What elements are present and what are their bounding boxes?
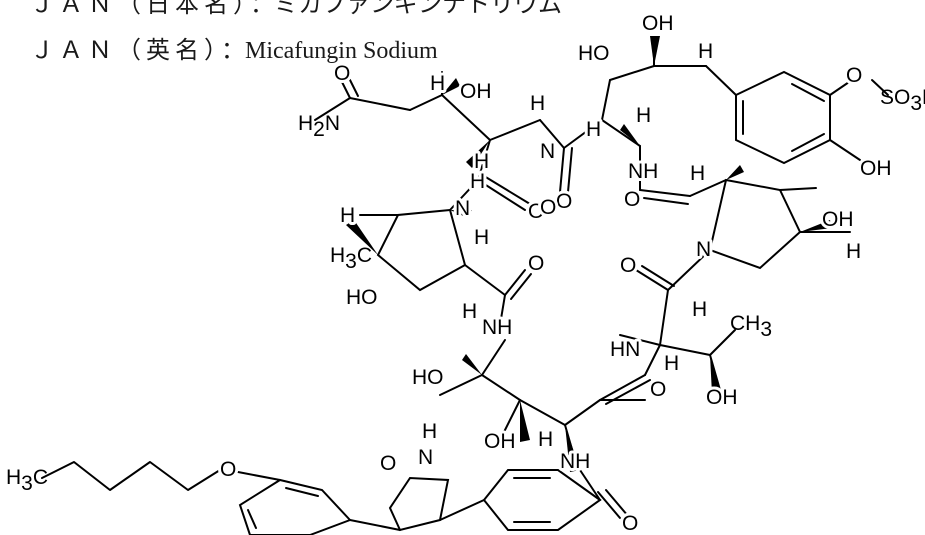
stereo-wedges	[346, 36, 832, 472]
label-n-isoxazole: N	[418, 446, 433, 469]
label-o-pyr1: O	[540, 196, 556, 219]
label-nh-r1: NH	[482, 316, 512, 339]
label-oh-r2: OH	[484, 430, 516, 453]
label-ho-upper: HO	[578, 42, 610, 65]
label-ho-pyr1: HO	[346, 286, 378, 309]
label-oh-phenol: OH	[860, 157, 892, 180]
label-h-pyr1b: H	[340, 204, 355, 227]
label-h-pyr2b: H	[846, 240, 861, 263]
label-ho-r2: HO	[412, 366, 444, 389]
label-h3c-chain: H3C	[6, 466, 48, 495]
label-oh-1: OH	[460, 80, 492, 103]
label-oh-r5: OH	[706, 386, 738, 409]
label-h-pyr1: H	[474, 226, 489, 249]
label-h-oh: H	[430, 72, 445, 95]
label-h2n: H2N	[298, 112, 340, 141]
label-n-2: N	[540, 140, 555, 163]
jan-english-name-line: ＪＡＮ（英名）：Micafungin Sodium	[30, 30, 438, 65]
label-h-r2: H	[422, 420, 437, 443]
label-h-a1: H	[470, 170, 485, 193]
label-h-c3: H	[474, 150, 489, 173]
bond-skeleton	[41, 37, 889, 535]
jan-japanese-name-line: ＪＡＮ（日本名）：ミカファンギンナトリウム	[30, 0, 562, 19]
jan-japanese-value: ：ミカファンギンナトリウム	[250, 0, 562, 18]
label-h-r3: H	[538, 428, 553, 451]
label-o-isoxazole: O	[380, 452, 396, 475]
label-nh-r6: NH	[560, 450, 590, 473]
label-o-r1: O	[528, 252, 544, 275]
label-o-r4: O	[620, 254, 636, 277]
label-oh-pyr2: OH	[822, 208, 854, 231]
label-o-carbox: O	[334, 62, 350, 85]
label-o-benz: O	[622, 512, 638, 535]
label-h-top: H	[698, 40, 713, 63]
label-h-r1: H	[462, 300, 477, 323]
jan-english-value: ：Micafungin Sodium	[221, 38, 438, 64]
label-so3na: SO3Na	[880, 86, 925, 115]
label-n-pyr1: N	[455, 197, 470, 220]
label-o-amide-left: O	[528, 200, 544, 223]
label-h-r4: H	[692, 298, 707, 321]
label-h-r5: H	[664, 352, 679, 375]
label-hn-r4: HN	[610, 338, 640, 361]
jan-english-label: ＪＡＮ（英名）	[30, 38, 221, 64]
label-nh-1: NH	[628, 160, 658, 183]
jan-japanese-label: ＪＡＮ（日本名）	[30, 0, 250, 18]
label-oh-top: OH	[642, 12, 674, 35]
atom-labels: OH H HO H O SO3Na OH H H H NH N O O H2N …	[6, 9, 925, 535]
label-h-upper: H	[586, 118, 601, 141]
label-h-c1: H	[530, 92, 545, 115]
label-n-pyr2: N	[696, 238, 711, 261]
label-o-pyr2: O	[624, 188, 640, 211]
label-h3c-pyr: H3C	[330, 244, 372, 273]
label-ch3: CH3	[730, 312, 772, 341]
label-o-amide-top: O	[556, 190, 572, 213]
label-h-c2: H	[636, 104, 651, 127]
label-o-r6: O	[650, 378, 666, 401]
label-o-ether: O	[220, 458, 236, 481]
label-o-sulfate: O	[846, 64, 862, 87]
label-h-pyr2: H	[690, 162, 705, 185]
